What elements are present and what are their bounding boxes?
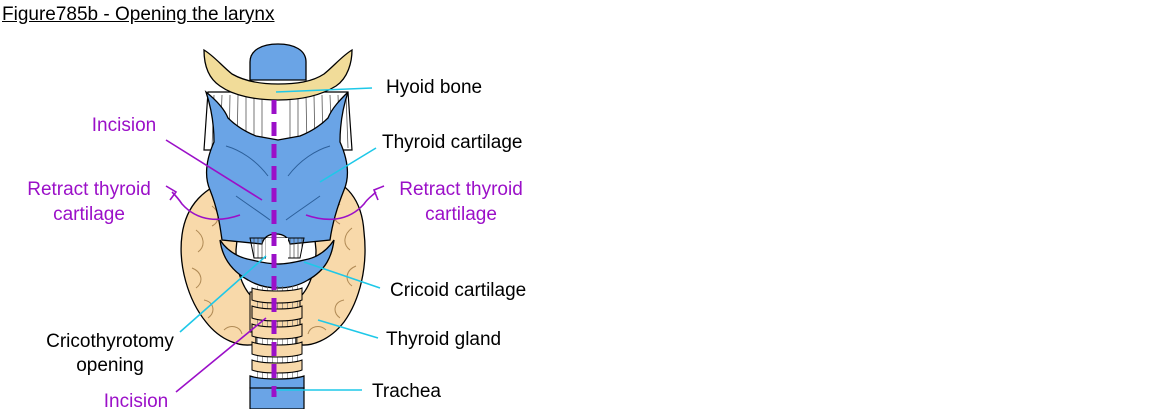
thyroid-cartilage: [204, 90, 349, 245]
label-thyroid-cartilage: Thyroid cartilage: [382, 132, 522, 153]
trachea-base: [249, 387, 305, 409]
figure-title: Figure785b - Opening the larynx: [2, 4, 275, 25]
label-incision-upper: Incision: [92, 115, 156, 136]
thyroid-gland-leader: [317, 319, 379, 339]
thyroid-cartilage-leader: [319, 147, 377, 183]
label-retract-left-line2: cartilage: [53, 204, 125, 225]
label-cricoid-cartilage: Cricoid cartilage: [390, 280, 526, 301]
label-hyoid-bone: Hyoid bone: [386, 77, 482, 98]
label-retract-right-line1: Retract thyroid: [399, 179, 523, 200]
incision-upper-pointer: [165, 139, 263, 201]
cricothyrotomy-leader: [179, 255, 267, 333]
thyroid-cartilage-laminae: [225, 145, 331, 221]
retract-left-arrow: [171, 191, 241, 221]
trachea: [249, 286, 305, 409]
label-trachea: Trachea: [372, 381, 441, 402]
label-retract-left-line1: Retract thyroid: [27, 179, 151, 200]
retract-left-arrowhead: [165, 185, 178, 201]
epiglottis: [249, 43, 307, 81]
incision-lower-pointer: [175, 317, 267, 393]
tracheal-ring: [251, 287, 303, 304]
tracheal-ring: [251, 323, 303, 340]
tracheal-ring: [251, 341, 303, 358]
hyoid-bone: [203, 48, 353, 101]
retract-right-arrowhead: [372, 185, 385, 201]
hyoid-bone-leader: [275, 87, 373, 93]
retract-right-arrow: [305, 191, 377, 221]
label-thyroid-gland: Thyroid gland: [386, 329, 501, 350]
cricothyrotomy-opening: [266, 238, 288, 260]
label-cricothyrotomy-line1: Cricothyrotomy: [46, 331, 174, 352]
cricoid-cartilage-leader: [303, 261, 381, 289]
label-cricothyrotomy-line2: opening: [76, 355, 144, 376]
label-incision-lower: Incision: [104, 391, 168, 409]
label-retract-right-line2: cartilage: [425, 204, 497, 225]
tracheal-ring: [251, 359, 303, 374]
tracheal-ring: [251, 305, 303, 322]
